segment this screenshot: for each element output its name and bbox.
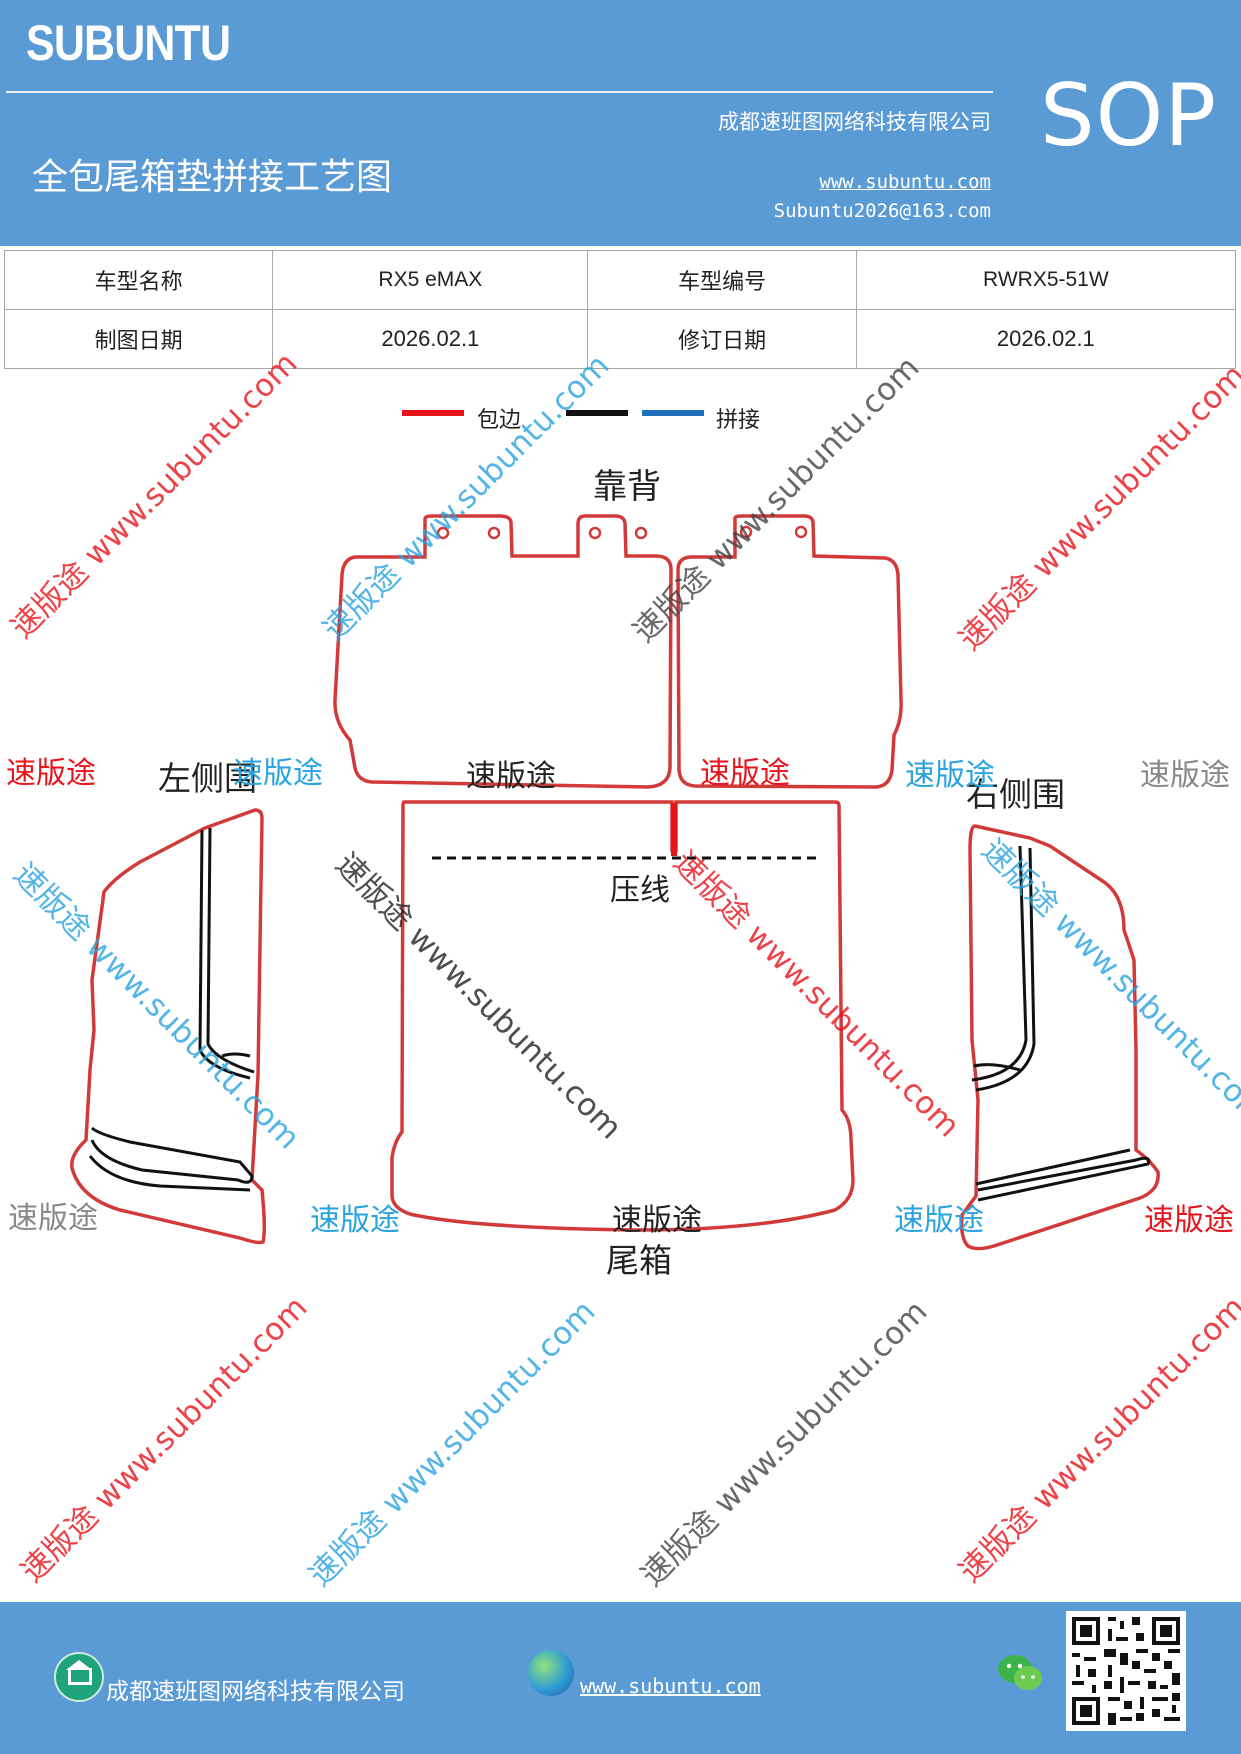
revise-date-label: 修订日期 bbox=[587, 309, 857, 369]
company-name: 成都速班图网络科技有限公司 bbox=[718, 110, 991, 134]
label-left-side: 左侧围 bbox=[158, 759, 257, 798]
draw-date-value: 2026.02.1 bbox=[272, 309, 589, 369]
watermark-diagonal: 速版途 www.subuntu.com bbox=[626, 349, 926, 649]
watermark-diagonal: 速版途 www.subuntu.com bbox=[952, 1289, 1241, 1589]
left-side-seam bbox=[221, 1052, 251, 1058]
watermark-diagonal: 速版途 www.subuntu.com bbox=[952, 357, 1241, 657]
left-side-seam bbox=[206, 827, 255, 1074]
watermark-diagonal: 速版途 www.subuntu.com bbox=[302, 1293, 602, 1593]
watermark-layer: 速版途 速版途 速版途 速版途 速版途 速版途 速版途 速版途 速版途 速版途 … bbox=[4, 345, 1241, 1593]
label-press-line: 压线 bbox=[610, 873, 670, 908]
legend-seam-label: 拼接 bbox=[716, 408, 760, 433]
table-row: 制图日期 2026.02.1 修订日期 2026.02.1 bbox=[3, 309, 1237, 369]
email-address: Subuntu2026@163.com bbox=[773, 200, 991, 222]
website-link[interactable]: www.subuntu.com bbox=[819, 171, 991, 193]
right-side-panel bbox=[959, 824, 1160, 1251]
backrest-hole bbox=[588, 526, 602, 540]
watermark-text: 速版途 bbox=[1140, 758, 1230, 793]
qr-code bbox=[1066, 1611, 1186, 1731]
label-backrest: 靠背 bbox=[593, 467, 661, 507]
backrest-hole bbox=[634, 526, 648, 540]
draw-date-label: 制图日期 bbox=[3, 309, 274, 369]
right-side-seam bbox=[973, 1063, 1021, 1072]
model-code-label: 车型编号 bbox=[587, 250, 857, 310]
backrest-hole bbox=[739, 525, 753, 539]
watermark-text: 速版途 bbox=[233, 756, 323, 791]
home-icon bbox=[54, 1652, 104, 1702]
watermark-text: 速版途 bbox=[8, 1201, 98, 1236]
doc-type: SOP bbox=[1040, 66, 1218, 166]
backrest-hole bbox=[794, 525, 808, 539]
watermark-text: 速版途 bbox=[612, 1203, 702, 1238]
legend-edge-label: 包边 bbox=[477, 408, 521, 433]
watermark-text: 速版途 bbox=[894, 1203, 984, 1238]
legend: 包边 拼接 bbox=[402, 408, 760, 433]
watermark-diagonal: 速版途 www.subuntu.com bbox=[634, 1293, 934, 1593]
label-right-side: 右侧围 bbox=[966, 775, 1065, 814]
model-name-label: 车型名称 bbox=[3, 250, 274, 310]
backrest-hole bbox=[436, 526, 450, 540]
model-code-value: RWRX5-51W bbox=[855, 250, 1237, 310]
globe-icon bbox=[528, 1650, 574, 1696]
trunk-floor-piece bbox=[390, 800, 855, 1232]
watermark-text: 速版途 bbox=[466, 759, 556, 794]
left-side-seam bbox=[88, 1155, 251, 1192]
backrest-left-piece bbox=[333, 514, 673, 789]
footer-company: 成都速班图网络科技有限公司 bbox=[106, 1679, 405, 1705]
wechat-icon bbox=[998, 1655, 1042, 1690]
label-trunk: 尾箱 bbox=[606, 1241, 672, 1280]
watermark-diagonal: 速版途 www.subuntu.com bbox=[14, 1289, 314, 1589]
watermark-diagonal: 速版途 www.subuntu.com bbox=[974, 832, 1241, 1132]
watermark-text: 速版途 bbox=[700, 756, 790, 791]
right-side-seam bbox=[975, 847, 1036, 1092]
right-side-seam bbox=[977, 1156, 1151, 1202]
qr-code-pattern bbox=[1068, 1613, 1184, 1729]
header-band: SUBUNTU SOP 全包尾箱垫拼接工艺图 成都速班图网络科技有限公司 www… bbox=[0, 0, 1241, 246]
model-name-value: RX5 eMAX bbox=[272, 250, 589, 310]
backrest-hole bbox=[487, 526, 501, 540]
left-side-seam bbox=[198, 829, 251, 1080]
header-divider bbox=[6, 91, 993, 93]
watermark-text: 速版途 bbox=[6, 756, 96, 791]
watermark-diagonal: 速版途 www.subuntu.com bbox=[328, 846, 628, 1146]
footer-band: 成都速班图网络科技有限公司 www.subuntu.com bbox=[0, 1602, 1241, 1754]
watermark-text: 速版途 bbox=[905, 758, 995, 793]
info-table: 车型名称 RX5 eMAX 车型编号 RWRX5-51W 制图日期 2026.0… bbox=[3, 250, 1237, 369]
watermark-diagonal: 速版途 www.subuntu.com bbox=[4, 345, 304, 645]
page-title: 全包尾箱垫拼接工艺图 bbox=[32, 157, 393, 198]
watermark-diagonal: 速版途 www.subuntu.com bbox=[316, 347, 616, 647]
table-row: 车型名称 RX5 eMAX 车型编号 RWRX5-51W bbox=[3, 250, 1237, 310]
left-side-seam bbox=[90, 1126, 254, 1184]
right-side-seam bbox=[975, 1148, 1131, 1186]
footer-website-link[interactable]: www.subuntu.com bbox=[580, 1674, 761, 1698]
backrest-right-piece bbox=[676, 514, 903, 789]
watermark-diagonal: 速版途 www.subuntu.com bbox=[666, 844, 966, 1144]
brand-logo: SUBUNTU bbox=[26, 15, 231, 71]
watermark-text: 速版途 bbox=[1144, 1203, 1234, 1238]
watermark-text: 速版途 bbox=[310, 1203, 400, 1238]
right-side-seam bbox=[971, 845, 1028, 1082]
left-side-panel bbox=[70, 808, 267, 1245]
revise-date-value: 2026.02.1 bbox=[855, 309, 1237, 369]
